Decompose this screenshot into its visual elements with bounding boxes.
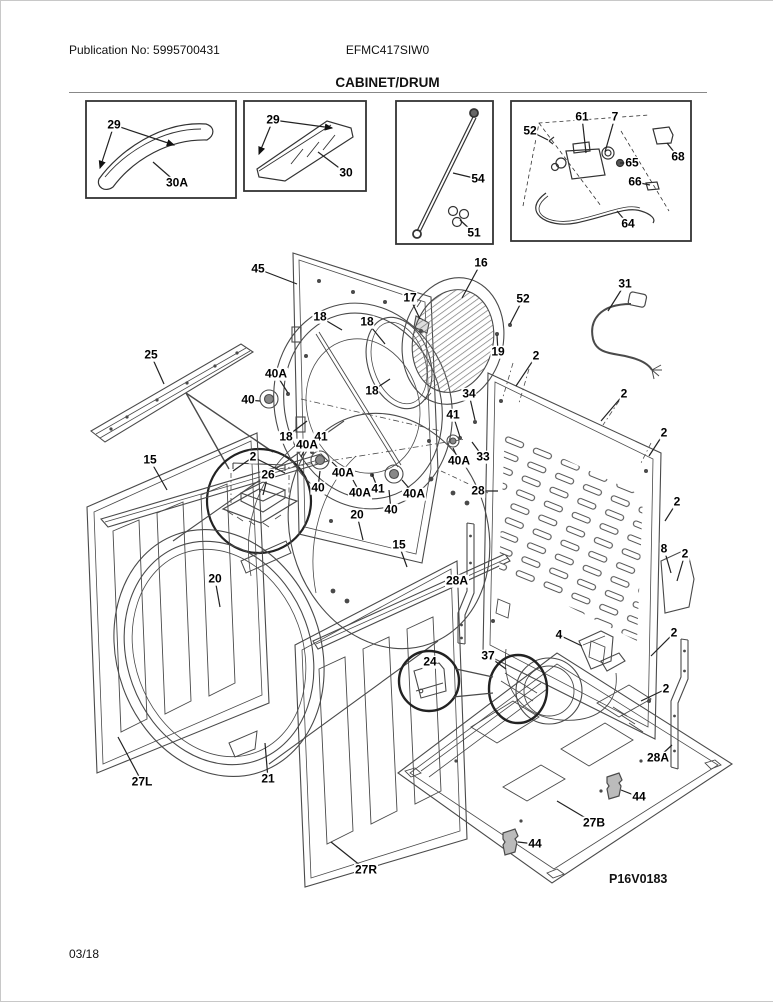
callout-51: 51: [466, 225, 482, 240]
model-number: EFMC417SIW0: [345, 43, 430, 57]
callout-19: 19: [490, 344, 506, 359]
callout-40A: 40A: [446, 453, 472, 468]
callout-29: 29: [265, 112, 281, 127]
callout-40: 40: [240, 392, 256, 407]
callout-52: 52: [515, 291, 531, 306]
inset-box-30A: [85, 100, 237, 199]
callout-18: 18: [312, 309, 328, 324]
callout-40: 40: [383, 502, 399, 517]
diagram-code: P16V0183: [609, 872, 668, 886]
duct-highlight: [397, 649, 549, 725]
callout-18: 18: [364, 383, 380, 398]
publication-number: Publication No: 5995700431: [69, 43, 220, 57]
callout-18: 18: [278, 429, 294, 444]
callout-45: 45: [250, 261, 266, 276]
callout-2: 2: [659, 425, 669, 440]
callout-29: 29: [106, 117, 122, 132]
callout-40A: 40A: [294, 437, 320, 452]
callout-30: 30: [338, 165, 354, 180]
drum-rollers: [259, 323, 512, 484]
callout-41: 41: [445, 407, 461, 422]
callout-25: 25: [143, 347, 159, 362]
callout-27L: 27L: [130, 774, 154, 789]
left-top-rail: [100, 453, 330, 528]
callout-15: 15: [142, 452, 158, 467]
callout-26: 26: [260, 467, 276, 482]
callout-2: 2: [669, 625, 679, 640]
callout-17: 17: [402, 290, 418, 305]
inset-box-valve: [510, 100, 692, 242]
callout-54: 54: [470, 171, 486, 186]
leveling-legs: [502, 772, 623, 856]
callout-20: 20: [349, 507, 365, 522]
callout-44: 44: [527, 836, 543, 851]
power-cord: [591, 291, 662, 380]
bracket-4: [578, 630, 626, 672]
callout-2: 2: [248, 449, 258, 464]
callout-7: 7: [610, 109, 620, 124]
callout-2: 2: [531, 348, 541, 363]
inset-box-rod: [395, 100, 494, 245]
callout-37: 37: [480, 648, 496, 663]
callout-21: 21: [260, 771, 276, 786]
callout-28A: 28A: [444, 573, 470, 588]
callout-24: 24: [422, 654, 438, 669]
callout-41: 41: [370, 481, 386, 496]
left-side-panel: [86, 432, 270, 774]
callout-40A: 40A: [330, 465, 356, 480]
callout-34: 34: [461, 386, 477, 401]
callout-27B: 27B: [581, 815, 607, 830]
inset-box-30: [243, 100, 367, 192]
callout-33: 33: [475, 449, 491, 464]
right-side-panel: [294, 560, 468, 888]
callout-15: 15: [391, 537, 407, 552]
callout-44: 44: [631, 789, 647, 804]
callout-61: 61: [574, 109, 590, 124]
callout-8: 8: [659, 541, 669, 556]
page-title: CABINET/DRUM: [335, 75, 440, 90]
callout-64: 64: [620, 216, 636, 231]
callout-20: 20: [207, 571, 223, 586]
top-panel: [90, 343, 255, 443]
callout-4: 4: [554, 627, 564, 642]
callout-2: 2: [680, 546, 690, 561]
callout-40: 40: [310, 480, 326, 495]
drum: [113, 412, 491, 777]
callout-18: 18: [359, 314, 375, 329]
callout-68: 68: [670, 149, 686, 164]
callout-66: 66: [627, 174, 643, 189]
callout-16: 16: [473, 255, 489, 270]
callout-65: 65: [624, 155, 640, 170]
callout-30A: 30A: [164, 175, 190, 190]
rear-bulkhead: [440, 362, 662, 740]
bracket-28A-left: [457, 522, 475, 645]
callout-40A: 40A: [347, 485, 373, 500]
callout-2: 2: [672, 494, 682, 509]
callout-28A: 28A: [645, 750, 671, 765]
base-pan: [397, 652, 734, 884]
callout-40A: 40A: [263, 366, 289, 381]
callout-40A: 40A: [401, 486, 427, 501]
callout-27R: 27R: [353, 862, 379, 877]
title-rule: [69, 92, 707, 93]
callout-2: 2: [661, 681, 671, 696]
callout-2: 2: [619, 386, 629, 401]
callout-31: 31: [617, 276, 633, 291]
callout-28: 28: [470, 483, 486, 498]
revision-date: 03/18: [69, 947, 100, 961]
magnifier-wedge: [185, 392, 274, 470]
bracket-28A-right: [670, 638, 689, 770]
callout-52: 52: [522, 123, 538, 138]
